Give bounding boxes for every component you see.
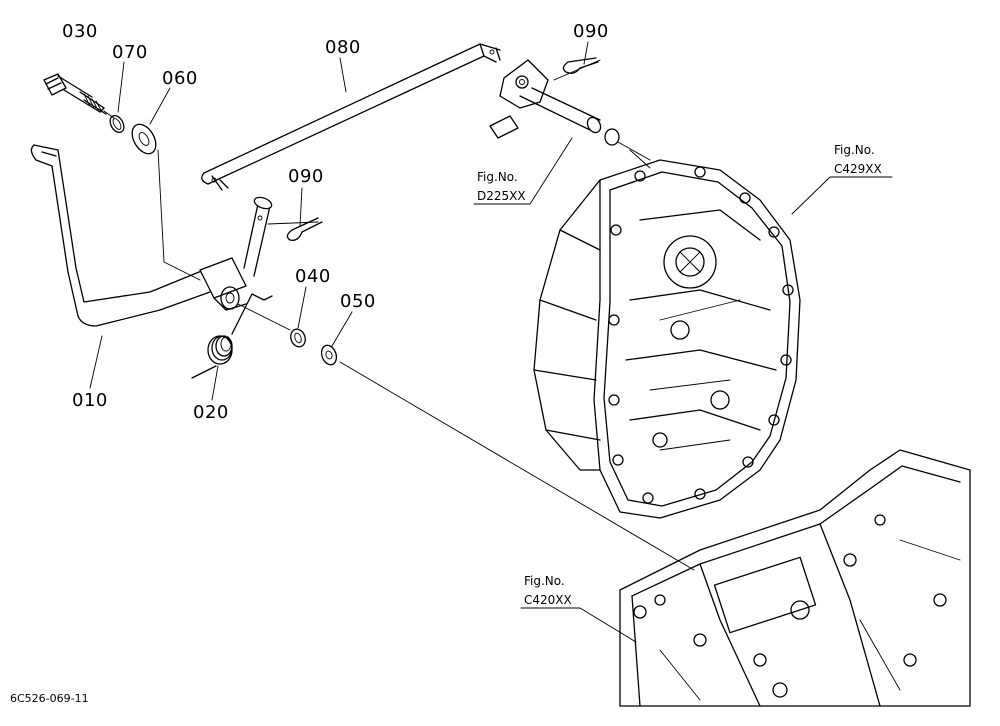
part-050-washer (320, 344, 338, 366)
part-070-o-ring (109, 114, 125, 134)
label-090-middle: 090 (288, 166, 324, 187)
part-090-cotter-pin-top (553, 57, 601, 81)
leader-070 (117, 61, 125, 113)
leader-010 (89, 335, 103, 389)
leader-d225 (473, 137, 573, 205)
label-030: 030 (62, 21, 98, 42)
ref-d225-line2: D225XX (477, 189, 526, 203)
part-080-rod (201, 43, 501, 191)
leader-090-middle (299, 187, 303, 227)
alignment-line-c429 (629, 149, 651, 169)
alignment-line-060 (157, 149, 201, 281)
label-060: 060 (162, 68, 198, 89)
leader-060 (149, 87, 171, 125)
diagram-code: 6C526-069-11 (10, 692, 89, 705)
leader-040 (297, 286, 307, 329)
leader-c429 (791, 176, 893, 215)
leader-020 (211, 365, 219, 401)
label-010: 010 (72, 390, 108, 411)
ref-c429-line2: C429XX (834, 162, 882, 176)
transmission-case-c429 (533, 159, 801, 519)
ref-c420-line1: Fig.No. (524, 574, 565, 588)
leader-080 (339, 57, 347, 93)
leader-050 (331, 311, 353, 347)
part-060-washer (131, 123, 157, 155)
label-020: 020 (193, 402, 229, 423)
lower-housing-c420 (619, 449, 971, 707)
alignment-line-to-c420 (339, 361, 695, 571)
ref-d225-line1: Fig.No. (477, 170, 518, 184)
label-070: 070 (112, 42, 148, 63)
part-010-lever (30, 144, 273, 327)
leader-c420 (520, 607, 637, 643)
label-090-top: 090 (573, 21, 609, 42)
ref-c420-line2: C420XX (524, 593, 572, 607)
part-030-bolt (43, 73, 107, 115)
part-040-snap-ring (290, 328, 306, 348)
part-020-torsion-spring (191, 293, 273, 379)
upper-arm-assembly (489, 59, 651, 161)
alignment-line-pivot (237, 303, 291, 331)
label-080: 080 (325, 37, 361, 58)
ref-c429-line1: Fig.No. (834, 143, 875, 157)
leader-090-top (583, 41, 589, 65)
label-050: 050 (340, 291, 376, 312)
part-090-cotter-pin-middle (267, 217, 323, 241)
label-040: 040 (295, 266, 331, 287)
